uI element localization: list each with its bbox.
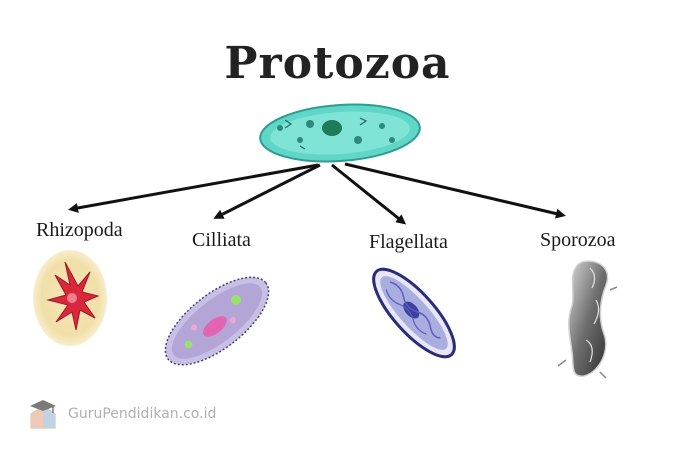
label-flagellata: Flagellata: [369, 231, 448, 253]
amoeba-icon: [33, 250, 107, 346]
watermark: GuruPendidikan.co.id: [26, 396, 216, 432]
label-cilliata: Cilliata: [192, 229, 251, 251]
graduation-cap-house-icon: [30, 400, 56, 429]
label-rhizopoda: Rhizopoda: [36, 219, 123, 241]
arrow-to-sporozoa: [344, 162, 566, 219]
arrow-to-cilliata: [213, 163, 321, 219]
paramecium-icon: [164, 276, 270, 366]
euglena-icon: [372, 267, 456, 359]
arrow-to-flagellata: [331, 163, 407, 225]
plasmodium-icon: [557, 260, 618, 379]
diagram-title: Protozoa: [224, 38, 451, 89]
protozoa-cell-icon: [259, 103, 421, 163]
arrow-to-rhizopoda: [68, 163, 319, 213]
watermark-text: GuruPendidikan.co.id: [68, 406, 217, 422]
label-sporozoa: Sporozoa: [540, 229, 616, 251]
arrows: [68, 162, 566, 225]
